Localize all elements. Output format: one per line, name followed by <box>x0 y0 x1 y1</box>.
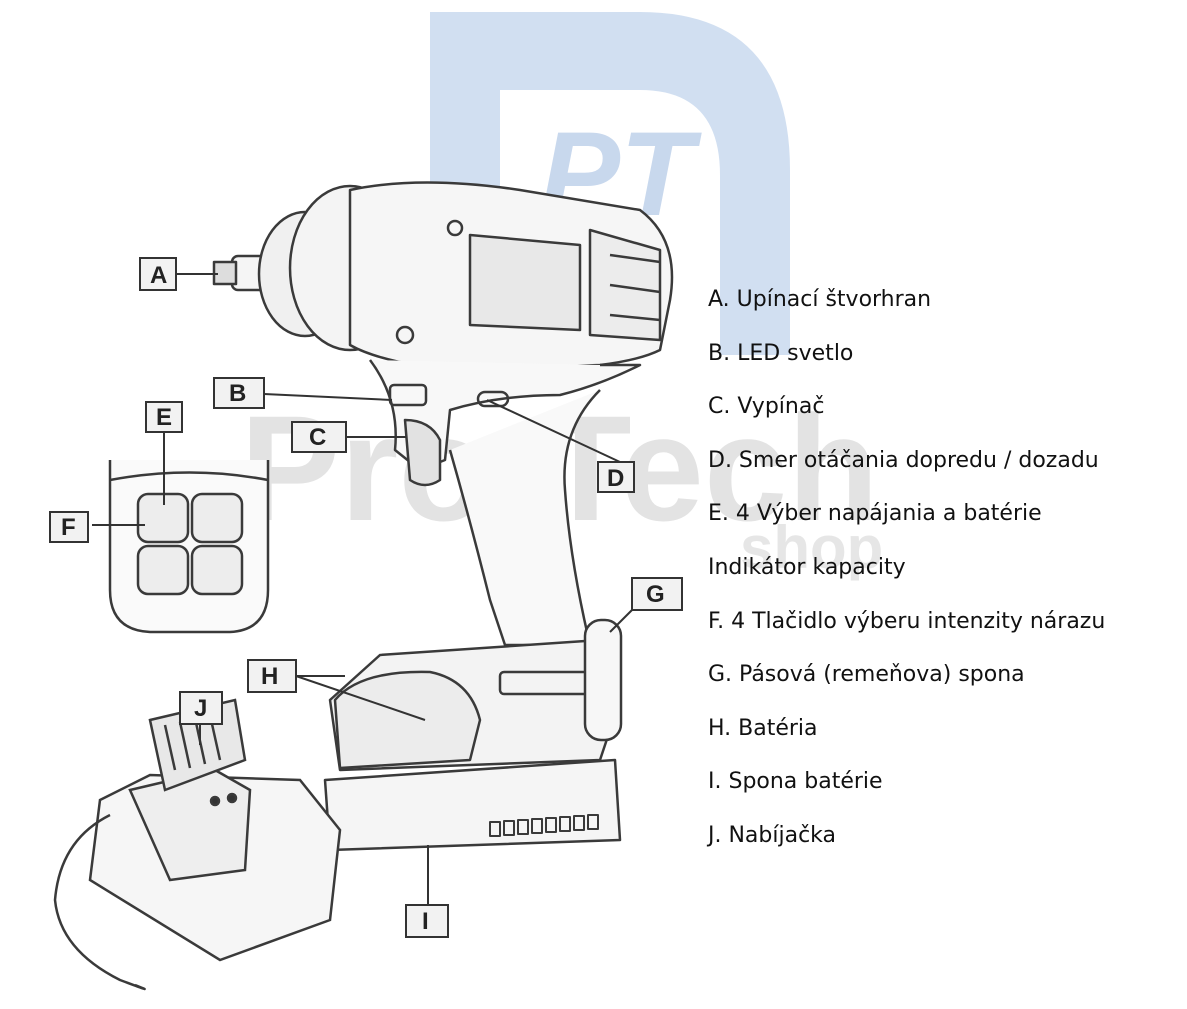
callout-G: G <box>631 577 683 611</box>
legend-item-d: D. Smer otáčania dopredu / dozadu <box>708 447 1099 473</box>
svg-text:H: H <box>261 663 278 690</box>
legend-item-a: A. Upínací štvorhran <box>708 287 932 312</box>
control-panel-inset <box>108 460 270 634</box>
legend-item-e-continued: Indikátor kapacity <box>708 554 906 580</box>
svg-text:B: B <box>229 380 246 407</box>
svg-text:F: F <box>61 514 76 541</box>
impact-wrench <box>212 181 674 852</box>
leader-lines <box>92 273 633 905</box>
legend-item-b: B. LED svetlo <box>708 340 854 366</box>
svg-text:E: E <box>156 404 172 431</box>
legend-item-f: F. 4 Tlačidlo výberu intenzity nárazu <box>708 608 1106 634</box>
legend-item-c: C. Vypínač <box>708 394 825 420</box>
callout-B: B <box>213 377 265 409</box>
callout-A: A <box>139 257 177 291</box>
charger <box>53 698 342 991</box>
callout-H: H <box>247 659 297 693</box>
legend-item-j: J. Nabíjačka <box>708 822 837 848</box>
callout-D: D <box>597 461 635 493</box>
callouts: A B C D E F G H I J <box>49 257 683 938</box>
callout-I: I <box>405 904 449 938</box>
svg-text:C: C <box>309 424 326 451</box>
parts-legend: A. Upínací štvorhran B. LED svetlo C. Vy… <box>708 280 1105 870</box>
watermark-sub: shop <box>740 514 883 581</box>
svg-text:A: A <box>150 262 167 289</box>
legend-item-i: I. Spona batérie <box>708 769 883 795</box>
svg-text:J: J <box>194 695 207 722</box>
legend-item-e: E. 4 Výber napájania a batérie <box>708 501 1042 527</box>
legend-item-g: G. Pásová (remeňova) spona <box>708 662 1025 688</box>
callout-C: C <box>291 421 347 453</box>
legend-item-h: H. Batéria <box>708 715 818 741</box>
svg-text:G: G <box>646 581 665 608</box>
svg-text:I: I <box>422 908 429 935</box>
callout-E: E <box>145 401 183 433</box>
callout-J: J <box>179 691 223 725</box>
callout-F: F <box>49 511 89 543</box>
svg-text:D: D <box>607 465 624 492</box>
